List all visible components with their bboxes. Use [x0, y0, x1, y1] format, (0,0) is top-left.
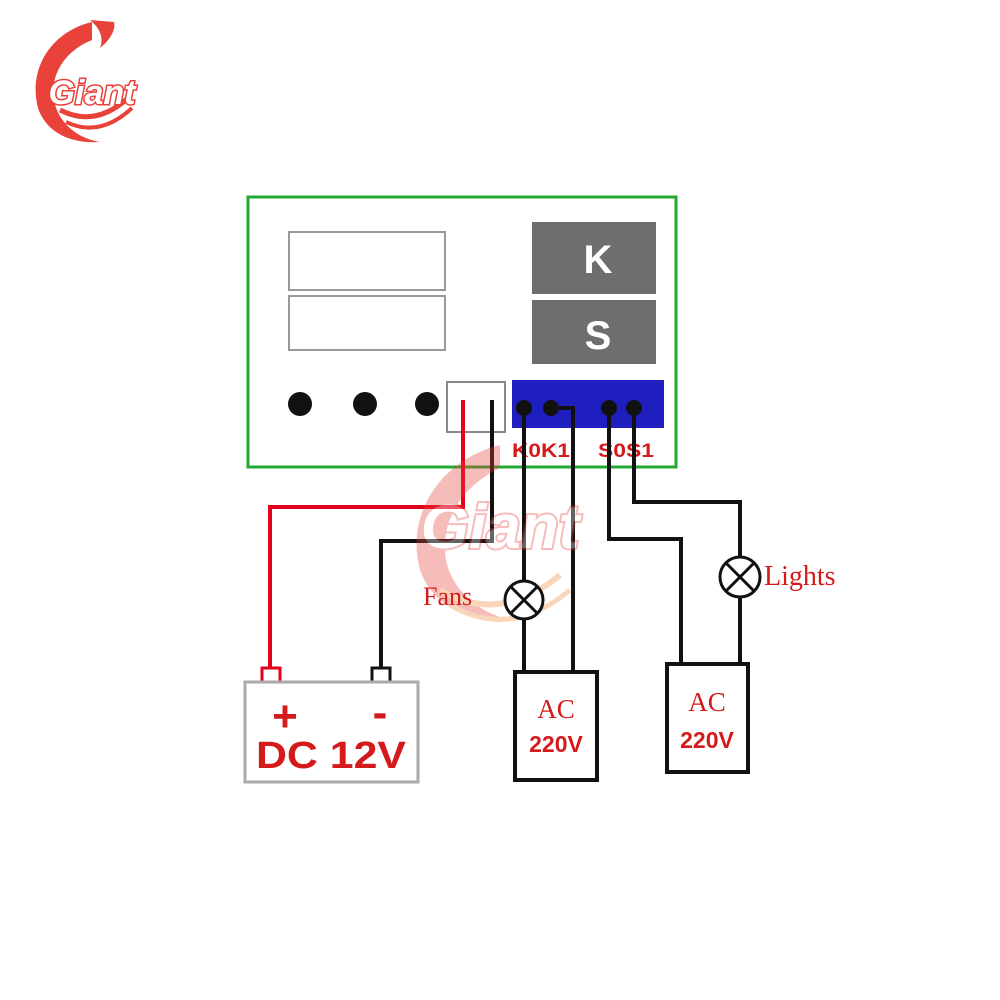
display-lower — [288, 295, 446, 351]
lights-label: Lights — [764, 561, 836, 592]
relay-k-label: K0K1 — [512, 441, 571, 462]
logo-text: Giant — [49, 74, 138, 112]
ac-supply-line1: AC — [537, 694, 575, 724]
giant-watermark: Giant — [416, 445, 584, 622]
relay-s-label: S0S1 — [598, 441, 655, 462]
battery-body — [243, 680, 420, 784]
s-button[interactable]: S — [532, 300, 656, 364]
ac-supply-line2: 220V — [529, 731, 583, 757]
fan-wire — [551, 406, 575, 672]
k-button[interactable]: K — [532, 222, 656, 294]
indicator-dot — [415, 392, 439, 416]
dc-battery: + - DC 12V — [243, 666, 420, 784]
battery-voltage-label: DC 12V — [256, 735, 407, 777]
watermark-text: Giant — [421, 493, 582, 562]
ac-supply-fans: AC 220V — [513, 670, 599, 782]
giant-logo: Giant — [35, 20, 139, 143]
ac-supply-lights: AC 220V — [665, 662, 750, 774]
indicator-dot — [288, 392, 312, 416]
light-wire — [607, 408, 683, 664]
relay-terminal-block — [512, 380, 664, 428]
negative-wire — [379, 400, 494, 672]
battery-negative-terminal — [370, 666, 392, 684]
power-connector — [446, 381, 506, 433]
indicator-dot — [353, 392, 377, 416]
s-button-label: S — [585, 314, 612, 358]
battery-plus-label: + — [272, 692, 298, 741]
battery-minus-label: - — [373, 688, 388, 737]
fan-lamp-symbol — [503, 579, 545, 621]
light-wire — [632, 408, 742, 556]
light-lamp-symbol — [718, 555, 762, 599]
k-button-label: K — [584, 238, 613, 282]
fans-label: Fans — [423, 582, 472, 611]
positive-wire — [268, 400, 465, 672]
ac-supply-line2: 220V — [680, 727, 734, 753]
display-upper — [288, 231, 446, 291]
ac-supply-line1: AC — [688, 687, 726, 717]
battery-positive-terminal — [260, 666, 282, 684]
